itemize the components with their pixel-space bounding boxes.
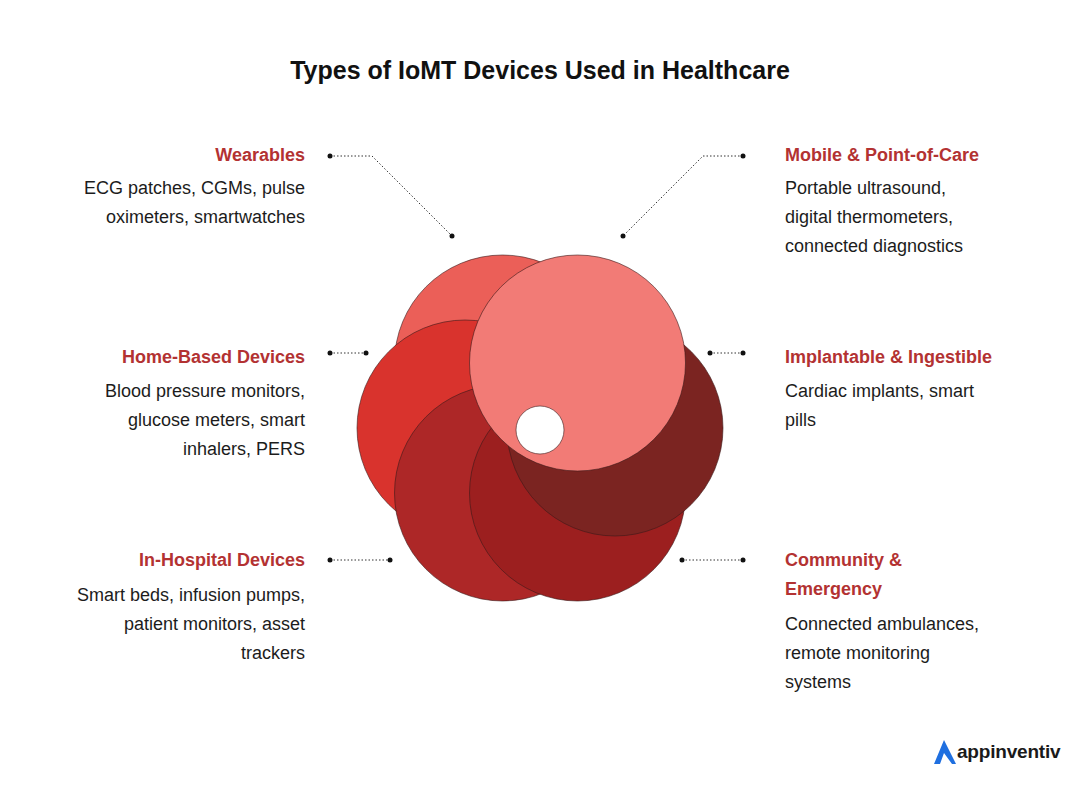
leader-dot	[708, 351, 713, 356]
leader-dot	[450, 234, 455, 239]
leader-dot	[328, 351, 333, 356]
category-items: Portable ultrasound, digital thermometer…	[785, 174, 980, 261]
brand-logo: appinventiv	[957, 740, 1072, 764]
category-items: Smart beds, infusion pumps, patient moni…	[65, 581, 305, 668]
leader-dot	[741, 154, 746, 159]
logo-mark	[934, 740, 956, 764]
leader-dot	[680, 558, 685, 563]
leader-line	[330, 353, 366, 354]
leader-line	[623, 156, 743, 236]
category-heading: Community & Emergency	[785, 546, 935, 604]
leader-dot	[621, 234, 626, 239]
category-heading: In-Hospital Devices	[45, 546, 305, 575]
category-heading: Mobile & Point-of-Care	[785, 141, 1045, 170]
leader-line	[330, 560, 390, 561]
category-items: ECG patches, CGMs, pulse oximeters, smar…	[65, 174, 305, 232]
leader-dot	[364, 351, 369, 356]
category-items: Blood pressure monitors, glucose meters,…	[90, 377, 305, 464]
leader-dot	[741, 558, 746, 563]
category-heading: Wearables	[55, 141, 305, 170]
category-items: Connected ambulances, remote monitoring …	[785, 610, 990, 697]
center-hole	[516, 406, 564, 454]
leader-line	[682, 560, 743, 561]
leader-line	[330, 156, 452, 236]
category-items: Cardiac implants, smart pills	[785, 377, 990, 435]
leader-dot	[388, 558, 393, 563]
leader-dot	[741, 351, 746, 356]
category-heading: Implantable & Ingestible	[785, 343, 1045, 372]
leader-dot	[328, 558, 333, 563]
leader-dot	[328, 154, 333, 159]
petal-circle	[470, 255, 686, 471]
diagram-title: Types of IoMT Devices Used in Healthcare	[0, 55, 1080, 85]
category-heading: Home-Based Devices	[55, 343, 305, 372]
leader-line	[710, 353, 743, 354]
